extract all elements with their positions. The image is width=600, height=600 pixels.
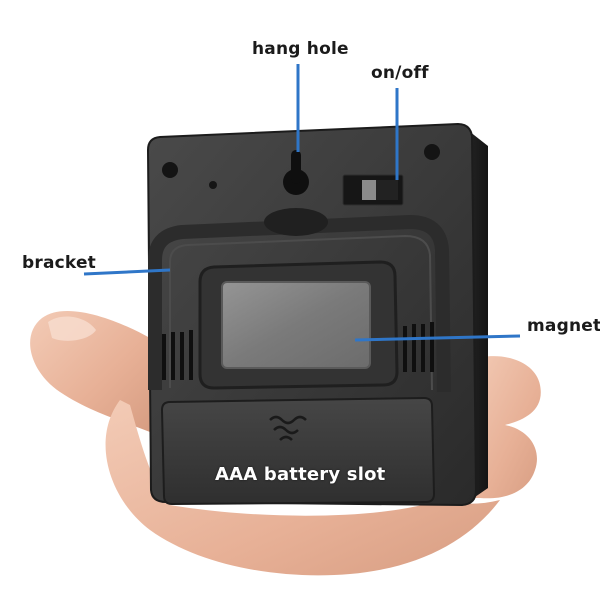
bracket-label: bracket	[22, 253, 97, 273]
bracket-hinge	[264, 208, 328, 236]
screw-hole-right	[424, 144, 440, 160]
bracket-leader	[83, 268, 171, 276]
power-switch[interactable]	[342, 174, 404, 206]
on-off-label: on/off	[371, 63, 429, 83]
magnet-leader	[354, 334, 521, 342]
screw-hole-left	[162, 162, 178, 178]
hang-hole	[283, 150, 309, 195]
magnet-label: magnet	[527, 316, 600, 336]
vent-left	[162, 330, 193, 380]
thumbnail	[48, 316, 96, 341]
magnet-pad	[221, 281, 371, 369]
small-hole	[209, 181, 217, 189]
vent-right	[403, 322, 434, 372]
hand-palm	[105, 400, 501, 576]
battery-cover[interactable]	[160, 396, 436, 506]
wave-grip-icon	[269, 415, 307, 441]
hang-hole-label: hang hole	[252, 39, 349, 59]
bracket-inner-edge	[169, 234, 433, 391]
leader-lines	[83, 64, 521, 342]
battery-slot-label: AAA battery slot	[215, 464, 386, 485]
